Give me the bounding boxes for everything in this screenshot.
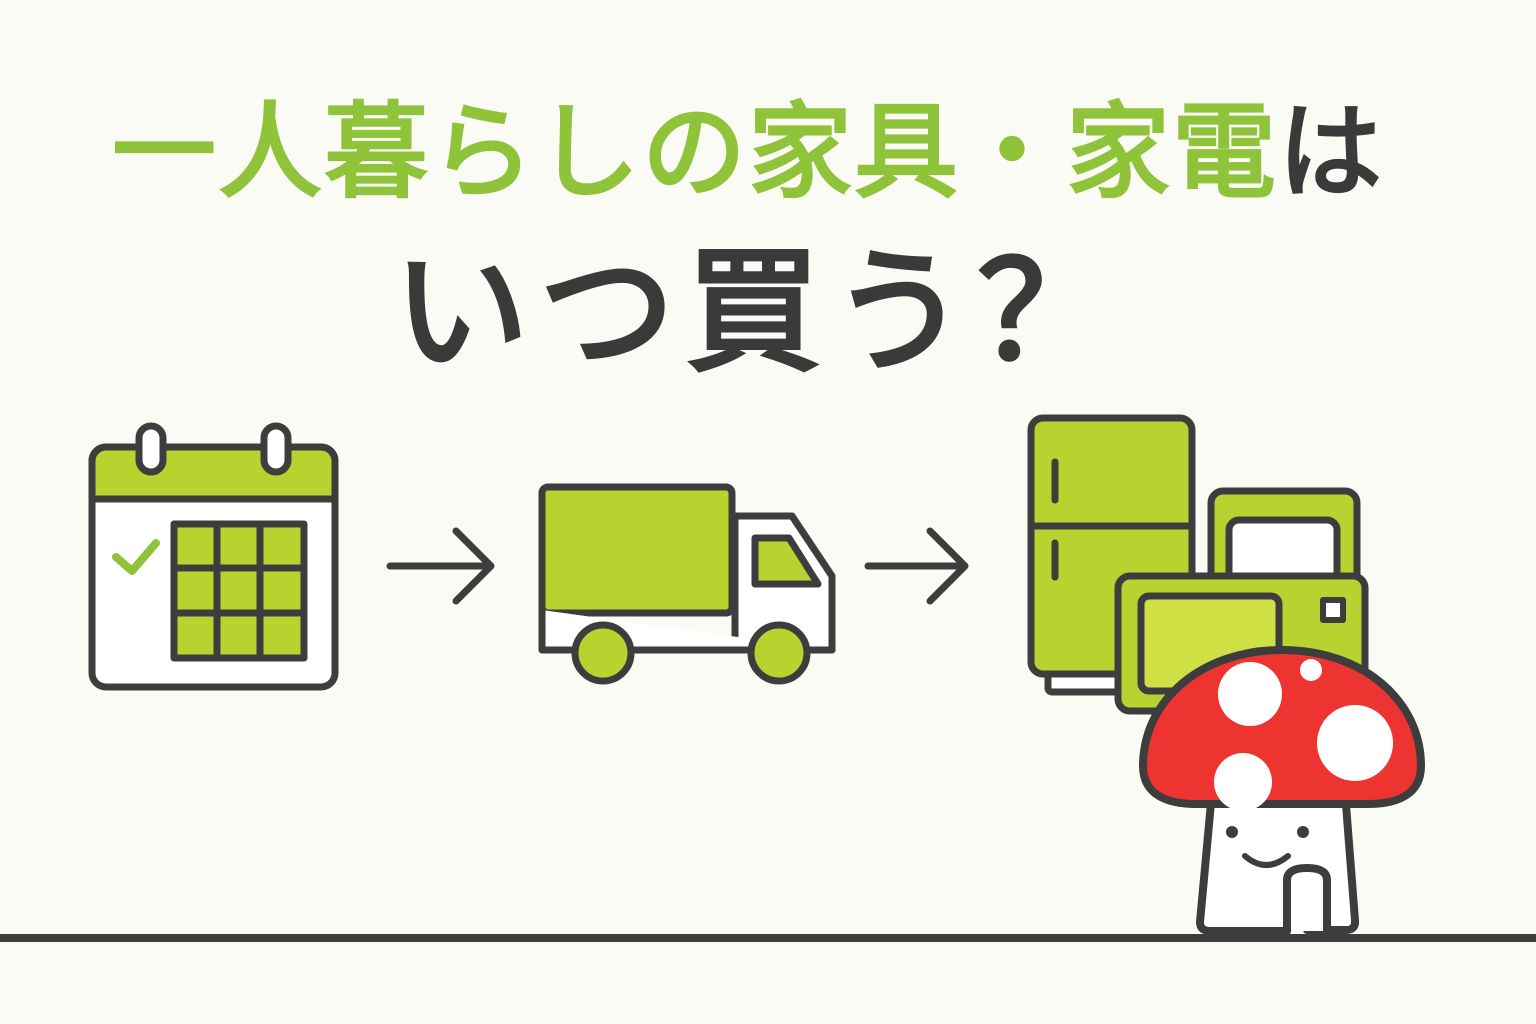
- title-particle-text: は: [1278, 91, 1385, 213]
- arrow-right-icon: [386, 527, 495, 605]
- title-line-1: 一人暮らしの家具・家電は: [0, 92, 1516, 212]
- arrow-right-icon: [864, 527, 969, 605]
- calendar-icon: [88, 422, 339, 691]
- title-accent-text: 一人暮らしの家具・家電: [111, 91, 1278, 213]
- title-line-2: いつ買う？: [393, 234, 1123, 392]
- mushroom-mascot-icon: [1139, 646, 1425, 935]
- delivery-truck-icon: [538, 483, 836, 685]
